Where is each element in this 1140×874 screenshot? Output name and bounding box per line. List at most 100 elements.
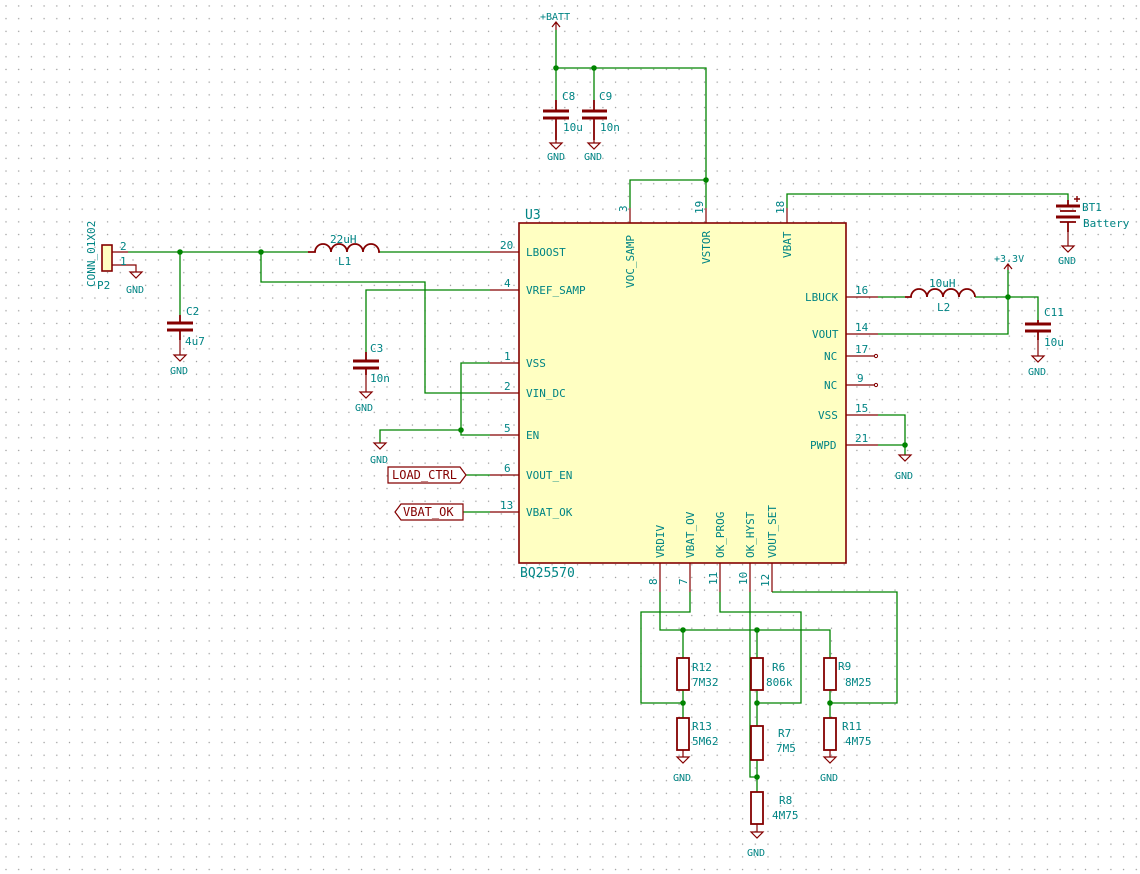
l2-ref: L2 <box>937 301 950 314</box>
c8-value: 10u <box>563 121 583 134</box>
r12-ref: R12 <box>692 661 712 674</box>
pin-name: VREF_SAMP <box>526 284 586 297</box>
pin-number: 7 <box>677 578 690 585</box>
pin-number: 13 <box>500 499 513 512</box>
bt1-value: Battery <box>1083 217 1130 230</box>
inductor-l2[interactable]: 10uH L2 <box>905 277 976 314</box>
r6-value: 806k <box>766 676 793 689</box>
inductor-l1[interactable]: 22uH L1 <box>308 233 380 268</box>
gnd-label: GND <box>170 366 188 377</box>
resistor-r13[interactable]: R13 5M62 <box>676 717 719 751</box>
pin-name: VSS <box>526 357 546 370</box>
pin-number: 3 <box>617 205 630 212</box>
r13-value: 5M62 <box>692 735 719 748</box>
capacitor-c9[interactable]: C9 10n <box>582 90 620 140</box>
pin-number: 11 <box>707 572 720 585</box>
pin-name: VBAT_OK <box>526 506 573 519</box>
pin-name: VOUT_EN <box>526 469 572 482</box>
pin-number: 9 <box>857 372 864 385</box>
l1-ref: L1 <box>338 255 351 268</box>
ic-bottom-pins: 8 7 11 10 12 VRDIV VBAT_OV OK_PROG OK_HY… <box>647 505 779 592</box>
ic-right-pins: 16 LBUCK 14 VOUT 17 NC 9 NC 15 VSS 21 PW… <box>805 284 879 452</box>
connector-p2[interactable]: 2 1 P2 CONN_01X02 <box>85 221 128 292</box>
pin-name: VBAT_OV <box>684 511 697 558</box>
resistor-r6[interactable]: R6 806k <box>750 657 793 691</box>
pin-name: OK_HYST <box>744 511 757 558</box>
wires <box>128 30 1069 792</box>
ic-u3[interactable]: U3 BQ25570 20 LBOOST 4 VREF_SAMP 1 VSS 2… <box>490 201 879 592</box>
l2-value: 10uH <box>929 277 956 290</box>
ic-value: BQ25570 <box>520 566 575 581</box>
resistor-r12[interactable]: R12 7M32 <box>676 657 719 691</box>
pin-name: NC <box>824 379 837 392</box>
r6-ref: R6 <box>772 661 785 674</box>
c3-value: 10n <box>370 372 390 385</box>
pin-name: VBAT <box>781 231 794 258</box>
r9-ref: R9 <box>838 660 851 673</box>
pin-name: PWPD <box>810 439 837 452</box>
pin-number: 14 <box>855 321 869 334</box>
r8-value: 4M75 <box>772 809 799 822</box>
gnd-label: GND <box>547 152 565 163</box>
load-ctrl-text: LOAD_CTRL <box>392 468 457 482</box>
bt1-ref: BT1 <box>1082 201 1102 214</box>
capacitor-c2[interactable]: C2 4u7 <box>167 305 205 348</box>
resistor-r8[interactable]: R8 4M75 <box>750 791 799 825</box>
gnd-label: GND <box>126 285 144 296</box>
pin-name: NC <box>824 350 837 363</box>
pin-number: 8 <box>647 578 660 585</box>
pin-number: 17 <box>855 343 868 356</box>
power-batt-label: +BATT <box>540 12 570 23</box>
r9-value: 8M25 <box>845 676 872 689</box>
battery-bt1[interactable]: BT1 Battery <box>1056 196 1130 232</box>
r7-value: 7M5 <box>776 742 796 755</box>
r11-value: 4M75 <box>845 735 872 748</box>
resistor-r11[interactable]: R11 4M75 <box>823 717 872 751</box>
r12-value: 7M32 <box>692 676 719 689</box>
pin-name: VOUT <box>812 328 839 341</box>
c9-value: 10n <box>600 121 620 134</box>
pin-number: 6 <box>504 462 511 475</box>
gnd-label: GND <box>370 455 388 466</box>
pin-name: LBUCK <box>805 291 838 304</box>
resistor-r7[interactable]: R7 7M5 <box>750 725 796 761</box>
c11-value: 10u <box>1044 336 1064 349</box>
p2-value: CONN_01X02 <box>85 221 98 287</box>
gnd-label: GND <box>584 152 602 163</box>
power-3v3[interactable]: +3.3V <box>994 254 1024 270</box>
capacitor-c8[interactable]: C8 10u <box>543 90 583 140</box>
r7-ref: R7 <box>778 727 791 740</box>
r11-ref: R11 <box>842 720 862 733</box>
r13-ref: R13 <box>692 720 712 733</box>
pin-number: 10 <box>737 572 750 585</box>
pin-number: 20 <box>500 239 513 252</box>
r8-ref: R8 <box>779 794 792 807</box>
label-vbat-ok[interactable]: VBAT_OK <box>394 503 464 521</box>
resistor-r9[interactable]: R9 8M25 <box>823 657 872 691</box>
pin-number: 16 <box>855 284 868 297</box>
c11-ref: C11 <box>1044 306 1064 319</box>
p2-pin2: 2 <box>120 240 127 253</box>
c2-value: 4u7 <box>185 335 205 348</box>
capacitor-c3[interactable]: C3 10n <box>353 342 390 385</box>
c2-ref: C2 <box>186 305 199 318</box>
vbat-ok-text: VBAT_OK <box>403 505 454 519</box>
c8-ref: C8 <box>562 90 575 103</box>
ic-ref: U3 <box>525 208 541 223</box>
label-load-ctrl[interactable]: LOAD_CTRL <box>387 466 467 484</box>
pin-name: VOUT_SET <box>766 505 779 558</box>
gnd-label: GND <box>673 773 691 784</box>
l1-value: 22uH <box>330 233 357 246</box>
ic-left-pins: 20 LBOOST 4 VREF_SAMP 1 VSS 2 VIN_DC 5 E… <box>490 239 586 519</box>
c3-ref: C3 <box>370 342 383 355</box>
capacitor-c11[interactable]: C11 10u <box>1025 306 1064 349</box>
gnd-symbols: GND GND GND GND GND GND GND GND GND GND … <box>126 140 1076 859</box>
pin-name: VSTOR <box>700 231 713 264</box>
power-3v3-label: +3.3V <box>994 254 1024 265</box>
pin-number: 21 <box>855 432 868 445</box>
gnd-label: GND <box>1058 256 1076 267</box>
gnd-label: GND <box>747 848 765 859</box>
power-batt[interactable]: +BATT <box>540 12 570 30</box>
pin-number: 19 <box>693 201 706 214</box>
pin-number: 1 <box>504 350 511 363</box>
